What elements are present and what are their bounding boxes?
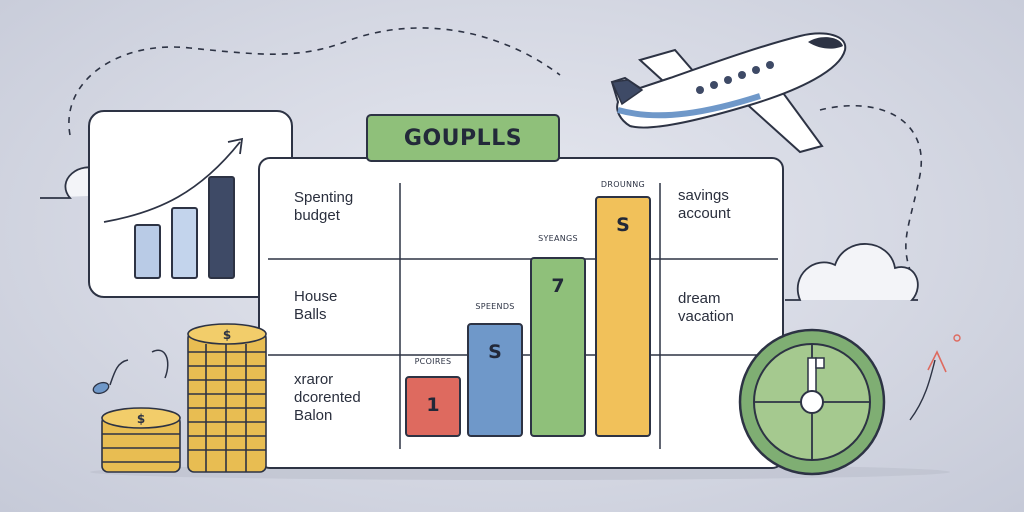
bar-caption: DROUNNG <box>600 180 646 189</box>
trend-bar-2 <box>171 207 198 279</box>
cloud-right <box>785 243 919 301</box>
arrow-sketch-line <box>909 359 936 421</box>
clock-icon <box>738 328 886 476</box>
bar-value: S <box>488 341 502 363</box>
bar-item: 7 <box>530 257 586 437</box>
bar-caption: PCOIRES <box>414 357 452 366</box>
arrow-sketch-head <box>927 350 947 373</box>
flight-path-left <box>68 27 561 136</box>
trend-arrow-head <box>227 137 244 155</box>
bar-caption: SYEANGS <box>538 234 578 243</box>
bar-value: 7 <box>551 275 565 297</box>
bar-item: 1 <box>405 376 461 437</box>
svg-text:$: $ <box>137 412 145 426</box>
bar-value: 1 <box>426 394 440 416</box>
svg-text:$: $ <box>223 328 231 342</box>
sprout-curl <box>151 349 169 379</box>
airplane-icon <box>610 32 847 154</box>
trend-arrow-line <box>103 141 241 223</box>
coin-stack-icon: $ $ <box>101 323 267 473</box>
bar-caption: SPEENDS <box>475 302 515 311</box>
page-title: GOUPLLS <box>366 114 560 162</box>
bar-item: S <box>467 323 523 437</box>
trend-bar-3 <box>208 176 235 279</box>
bar-value: S <box>616 214 630 236</box>
sprout-stem <box>109 359 129 386</box>
sprout-leaf <box>92 381 110 395</box>
board-grid <box>268 183 778 449</box>
bar-item: S <box>595 196 651 437</box>
trend-bar-1 <box>134 224 161 279</box>
arrow-sketch-dot <box>953 334 961 342</box>
trend-chart-icon <box>103 137 244 223</box>
